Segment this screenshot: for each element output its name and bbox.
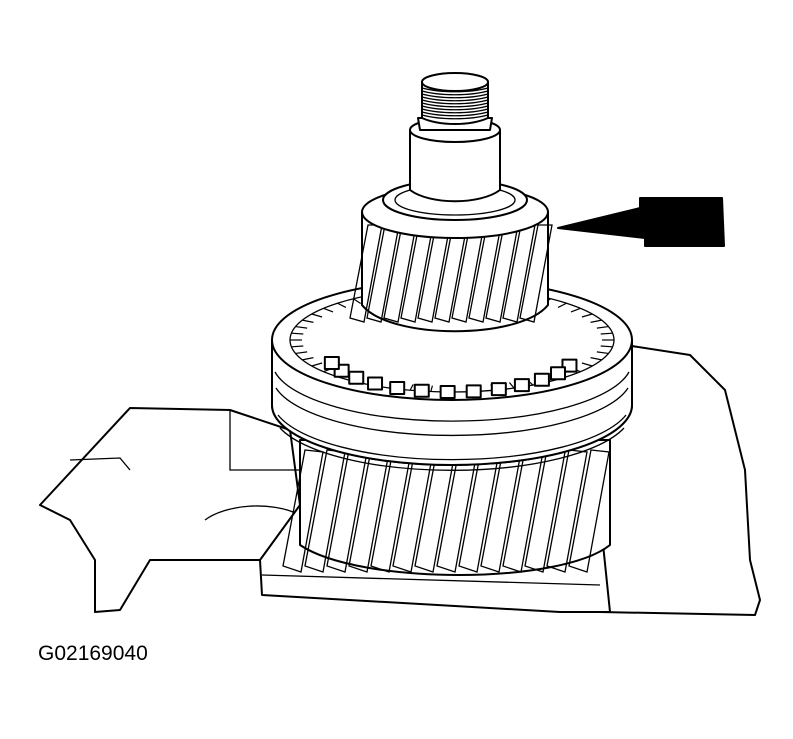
small-helical-gear [349, 179, 553, 333]
pointer-arrow [557, 197, 725, 247]
figure-code: G02169040 [38, 642, 148, 665]
output-shaft [409, 72, 501, 203]
